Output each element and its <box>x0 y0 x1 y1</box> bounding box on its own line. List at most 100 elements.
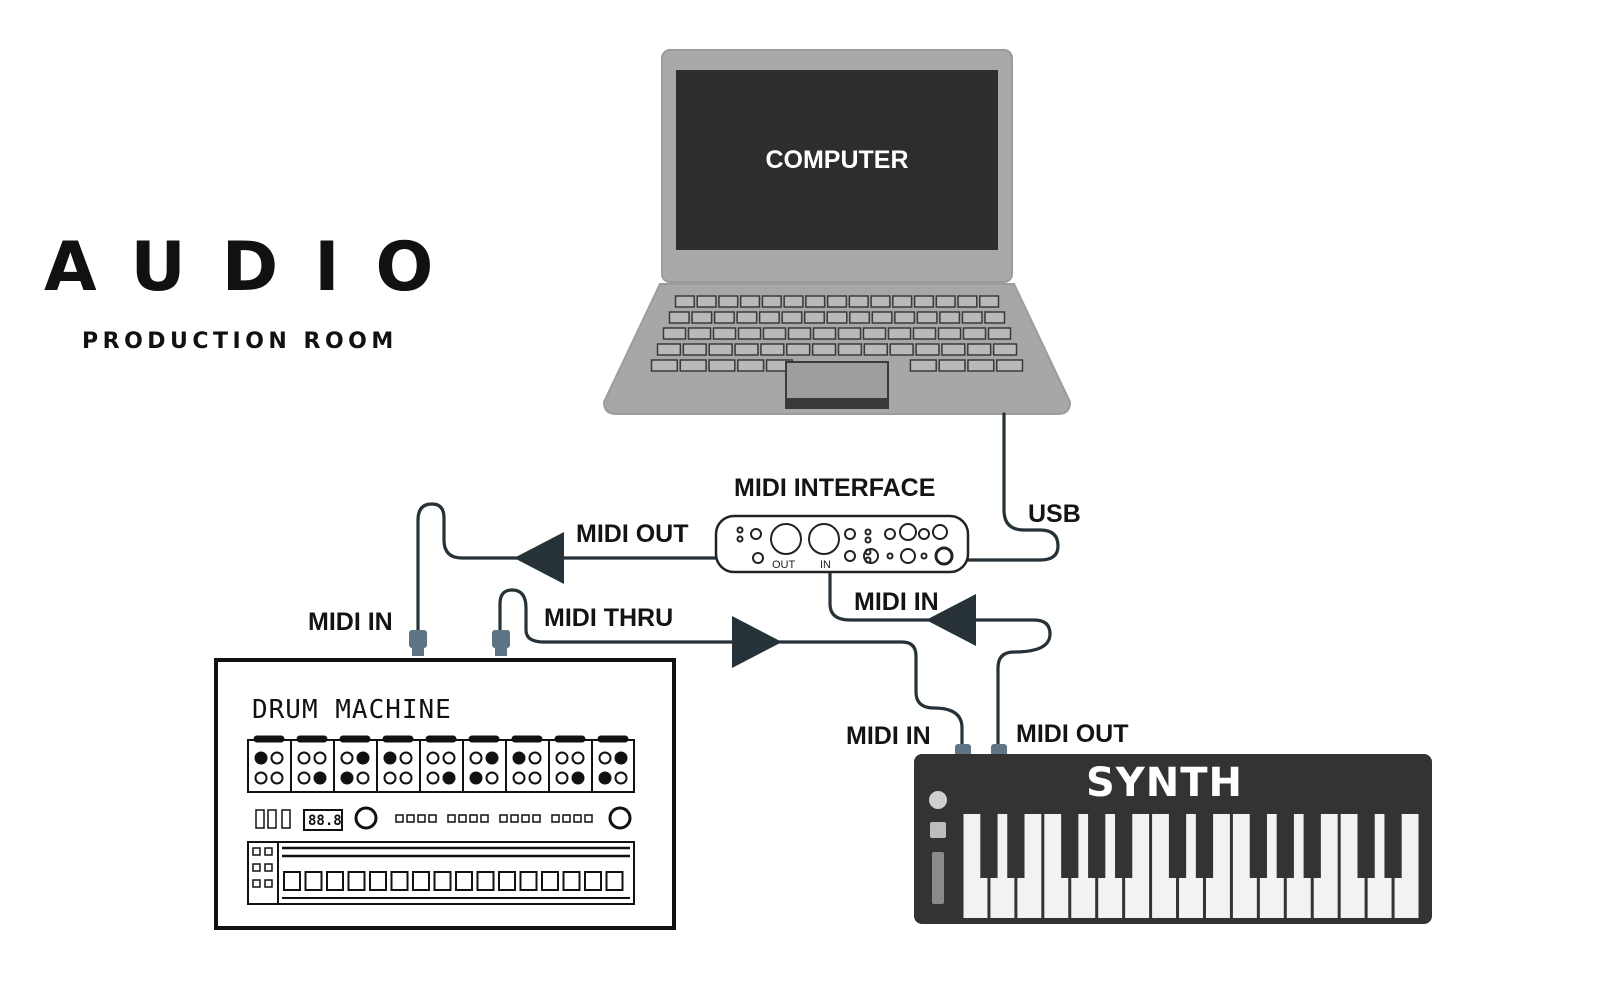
drum-knob <box>512 751 526 765</box>
drum-knob <box>442 771 456 785</box>
interface-midi-out-cable <box>416 502 718 638</box>
drum-tab <box>296 735 328 743</box>
drum-knob <box>485 771 499 785</box>
drum-knob <box>340 751 354 765</box>
drum-tab <box>468 735 500 743</box>
drum-knob <box>571 751 585 765</box>
drum-knob <box>528 771 542 785</box>
drum-knob <box>356 771 370 785</box>
laptop-key <box>870 295 891 308</box>
drum-step-button <box>369 871 387 891</box>
drum-step-button <box>605 871 624 891</box>
synth-black-key <box>1276 814 1294 878</box>
laptop-key <box>656 343 682 356</box>
laptop-key <box>679 359 707 372</box>
brand-name: AUDIO <box>44 228 469 307</box>
laptop-key <box>889 343 914 356</box>
laptop-key <box>892 295 913 308</box>
drum-midi-in-label: MIDI IN <box>308 608 393 636</box>
synth-black-key <box>1007 814 1025 878</box>
drum-step-button <box>412 871 430 891</box>
laptop-key <box>662 327 687 340</box>
drum-led <box>521 814 530 823</box>
cables <box>416 412 1060 754</box>
drum-midi-thru-plug <box>492 630 510 648</box>
interface-midi-out-label: MIDI OUT <box>576 520 689 548</box>
drum-midi-thru-plug-base <box>495 646 507 656</box>
laptop-key <box>935 295 956 308</box>
laptop-key <box>781 311 803 324</box>
drum-step-button <box>455 871 473 891</box>
drum-led <box>447 814 456 823</box>
synth-black-key <box>980 814 998 878</box>
laptop-key <box>909 359 937 372</box>
drum-machine-body <box>214 658 676 930</box>
drum-knob <box>528 751 542 765</box>
drum-knob <box>426 771 440 785</box>
drum-led <box>417 814 426 823</box>
laptop-key <box>912 327 937 340</box>
drum-knob <box>356 751 370 765</box>
drum-tab <box>425 735 457 743</box>
drum-machine-panel <box>247 735 635 905</box>
laptop-key <box>708 359 736 372</box>
drum-step-button <box>390 871 409 891</box>
synth-black-key <box>1384 814 1402 878</box>
drum-knob <box>297 751 311 765</box>
drum-side-controls <box>247 841 279 905</box>
laptop-key <box>826 311 848 324</box>
drum-led <box>573 814 582 823</box>
interface-ports <box>736 523 954 566</box>
arrow-midi-out <box>514 532 564 584</box>
laptop-key <box>984 311 1006 324</box>
drum-knob <box>313 771 327 785</box>
drum-switch <box>281 809 291 829</box>
drum-tab <box>554 735 586 743</box>
drum-knob <box>571 771 585 785</box>
synth-black-key <box>1115 814 1133 878</box>
drum-knob <box>485 751 499 765</box>
laptop-key <box>871 311 893 324</box>
drum-step-button <box>476 871 495 891</box>
laptop-key <box>712 327 737 340</box>
laptop-key <box>913 295 935 308</box>
drum-machine: DRUM MACHINE 88.8 <box>214 658 676 930</box>
laptop-key <box>736 311 758 324</box>
laptop-key <box>849 311 871 324</box>
laptop-key <box>848 295 869 308</box>
laptop-key <box>682 343 707 356</box>
drum-knob <box>426 751 440 765</box>
drum-led <box>469 814 478 823</box>
drum-led <box>458 814 467 823</box>
synth-midi-in-plug <box>955 744 971 756</box>
laptop-key <box>894 311 916 324</box>
drum-step-button <box>519 871 538 891</box>
midi-interface: MIDI INTERFACE OUT IN <box>714 474 970 574</box>
drum-display: 88.8 <box>308 813 342 829</box>
synth-knob <box>929 791 947 809</box>
synth-black-key <box>1088 814 1106 878</box>
laptop-key <box>650 359 679 372</box>
midi-out-port <box>770 523 802 555</box>
synth-slider <box>932 852 944 904</box>
drum-side-button <box>252 863 261 872</box>
brand-tagline: PRODUCTION ROOM <box>82 329 398 354</box>
drum-switch <box>267 809 277 829</box>
laptop-key <box>962 327 987 340</box>
drum-knob <box>469 771 483 785</box>
usb-cable <box>966 412 1060 562</box>
synth-keys <box>963 814 1419 918</box>
laptop-key <box>674 295 695 308</box>
drum-led <box>532 814 541 823</box>
drum-knob <box>469 751 483 765</box>
drum-step-button <box>584 871 602 891</box>
laptop-key <box>761 295 782 308</box>
drum-step-button <box>498 871 516 891</box>
drum-knob <box>383 751 397 765</box>
laptop-key <box>762 327 787 340</box>
usb-label: USB <box>1028 500 1081 528</box>
laptop-keyboard <box>650 295 1024 372</box>
interface-out-label: OUT <box>772 559 796 571</box>
drum-midi-thru-label: MIDI THRU <box>544 604 673 632</box>
